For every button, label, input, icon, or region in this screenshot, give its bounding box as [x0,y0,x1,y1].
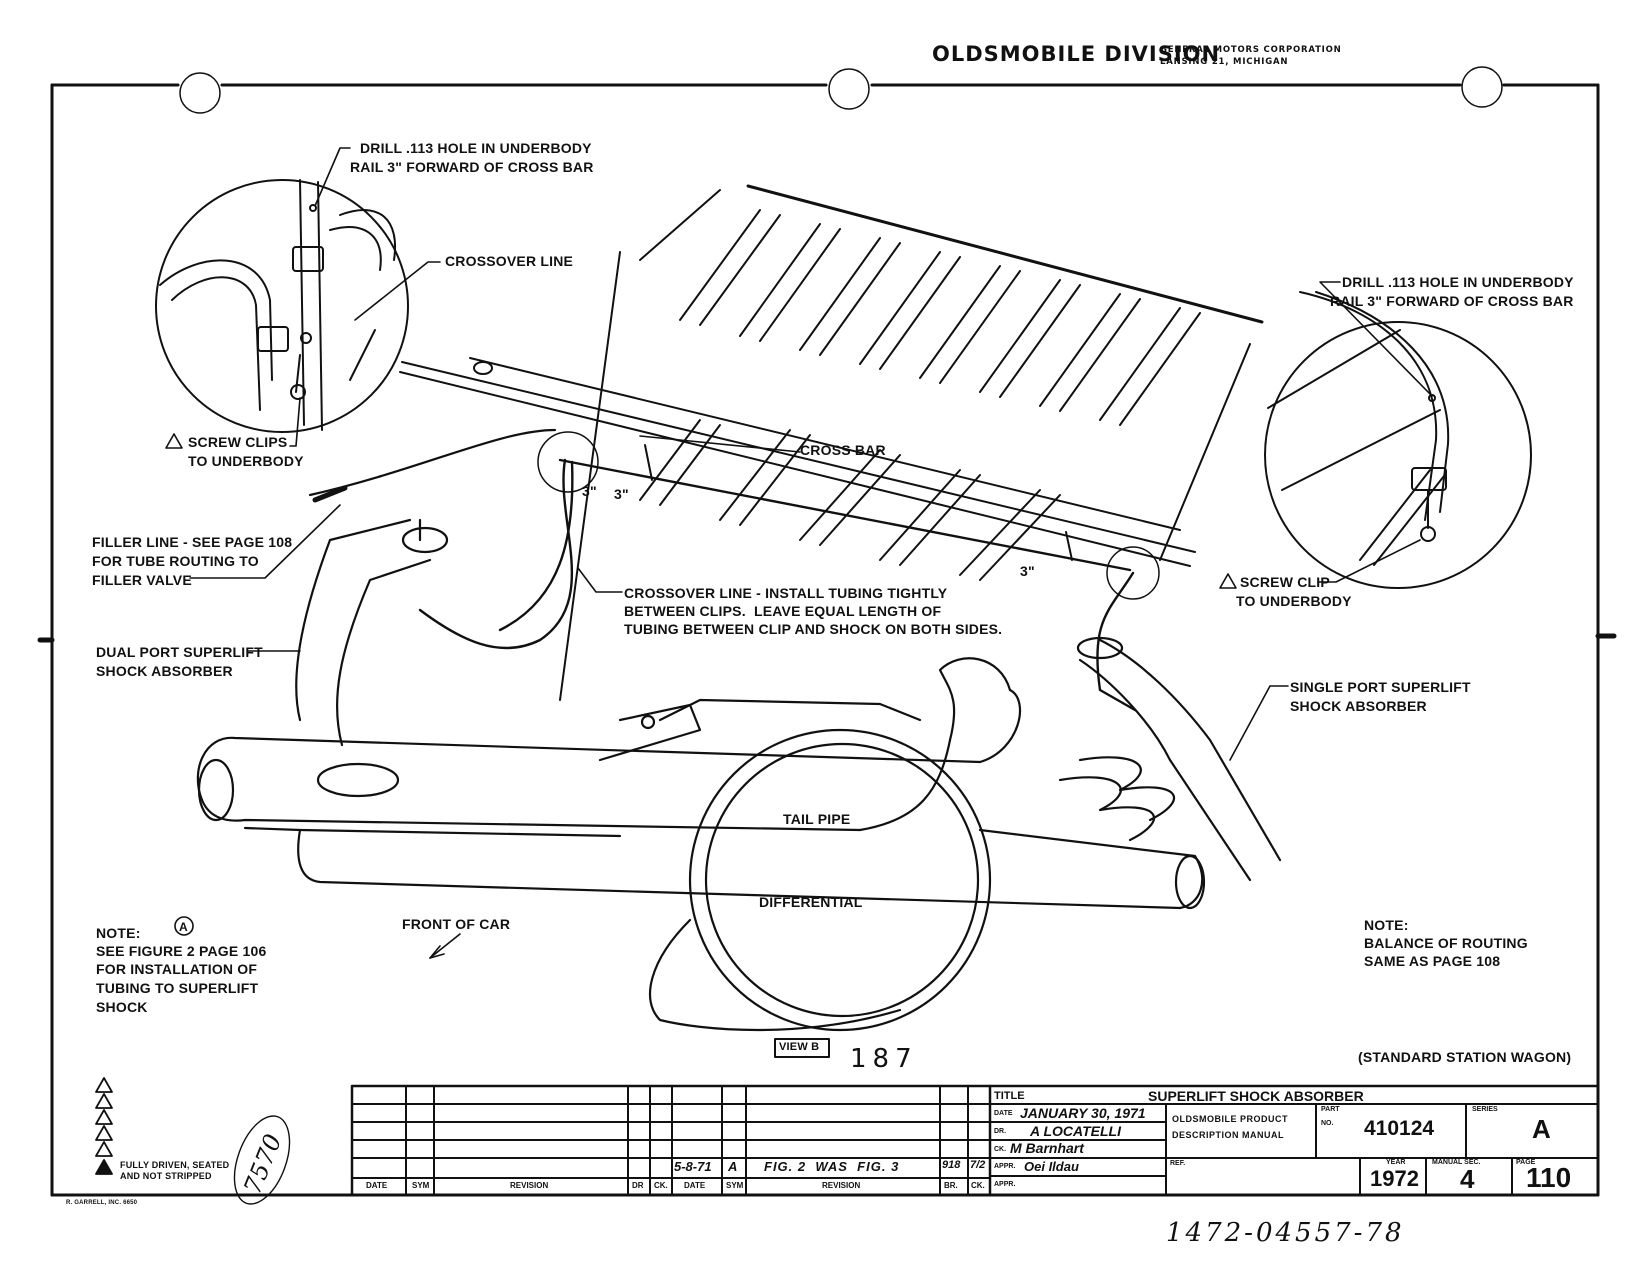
series-label: SERIES [1472,1106,1498,1113]
rev-entry-br: 918 [942,1159,961,1171]
rev-col-sym: SYM [412,1181,430,1190]
series-value: A [1532,1114,1551,1144]
note-a-line1: SEE FIGURE 2 PAGE 106 [96,943,267,959]
division-title: OLDSMOBILE DIVISION [932,42,1221,66]
drill-right-line1: DRILL .113 HOLE IN UNDERBODY [1342,274,1574,290]
margin-scribble-oval [233,1115,291,1205]
rev-entry-revision: FIG. 2 WAS FIG. 3 [764,1159,900,1174]
title-label: TITLE [994,1090,1025,1102]
filler-line-2: FOR TUBE ROUTING TO [92,553,259,569]
year-label: YEAR [1386,1159,1406,1166]
title-block-grid [350,1084,1600,1197]
rev-entry-sym: A [728,1159,738,1174]
binder-holes [179,66,1503,114]
manual-sec-value: 4 [1460,1164,1475,1194]
page-value: 110 [1526,1162,1572,1193]
station-wagon-label: (STANDARD STATION WAGON) [1358,1049,1572,1065]
view-b-box [774,1038,830,1058]
bottom-scribble: 1472-04557-78 [1166,1218,1405,1248]
three-inch-label-b: 3" [614,486,629,502]
filler-line-1: FILLER LINE - SEE PAGE 108 [92,534,293,550]
three-inch-label-c: 3" [1020,563,1035,579]
rev-col-br: BR. [944,1181,958,1190]
screw-clip-line2: TO UNDERBODY [1236,593,1352,609]
screw-clip-line1: SCREW CLIP [1240,574,1330,590]
dr-label: DR. [994,1128,1007,1135]
tail-pipe-label: TAIL PIPE [783,811,851,827]
dr-value: A LOCATELLI [1030,1123,1121,1139]
view-b-label: VIEW B [779,1041,820,1053]
rev-col-ck: CK. [654,1181,668,1190]
note-a-title: NOTE: [96,925,141,941]
rev-col-ck2: CK. [971,1181,985,1190]
date-value: JANUARY 30, 1971 [1020,1105,1146,1121]
figure-number: 187 [850,1044,918,1074]
screw-clips-triangle-icon [165,433,183,449]
fully-driven-line2: AND NOT STRIPPED [120,1171,212,1181]
front-of-car-label: FRONT OF CAR [402,916,511,932]
crossover-line-label: CROSSOVER LINE [445,253,574,269]
date-label: DATE [994,1110,1013,1117]
note-a-line2: FOR INSTALLATION OF [96,961,258,977]
manual-name-line1: OLDSMOBILE PRODUCT [1172,1114,1288,1124]
note-a-circle-icon [174,916,194,936]
filler-line-3: FILLER VALVE [92,572,192,588]
corporation-name: GENERAL MOTORS CORPORATION [1160,45,1342,55]
ref-label: REF. [1170,1160,1186,1167]
rev-entry-ck: 7/2 [970,1159,986,1171]
screw-clips-line2: TO UNDERBODY [188,453,304,469]
page-label: PAGE [1516,1159,1536,1166]
single-port-line2: SHOCK ABSORBER [1290,698,1427,714]
right-detail-circle [1264,281,1532,589]
left-detail-circle [155,147,441,447]
part-label-2: NO. [1321,1120,1334,1127]
three-inch-label-a: 3" [582,483,597,499]
year-value: 1972 [1370,1166,1419,1191]
screw-clip-triangle-icon [1219,573,1237,589]
note-a-marker: A [179,920,188,934]
crossover-install-line3: TUBING BETWEEN CLIP AND SHOCK ON BOTH SI… [624,621,1003,637]
rev-entry-date: 5-8-71 [674,1159,712,1174]
underbody-floor [189,184,1289,761]
note-b-line1: BALANCE OF ROUTING [1364,935,1528,951]
note-a-line4: SHOCK [96,999,148,1015]
rev-col-dr: DR [632,1181,644,1190]
manual-sec-label: MANUAL SEC. [1432,1159,1481,1166]
dual-port-line1: DUAL PORT SUPERLIFT [96,644,263,660]
rev-col-date2: DATE [684,1181,706,1190]
corporation-city: LANSING 21, MICHIGAN [1160,57,1289,67]
appr-label: APPR. [994,1163,1016,1170]
drawing-title: SUPERLIFT SHOCK ABSORBER [1148,1088,1364,1104]
printer-mark: R. GARRELL, INC. 6650 [66,1200,138,1206]
note-a-line3: TUBING TO SUPERLIFT [96,980,259,996]
warning-triangle-stack [95,1077,113,1175]
note-b-line2: SAME AS PAGE 108 [1364,953,1501,969]
part-label-1: PART [1321,1106,1340,1113]
note-b-title: NOTE: [1364,917,1409,933]
screw-clips-line1: SCREW CLIPS [188,434,288,450]
part-number: 410124 [1364,1117,1435,1140]
tailpipe-axle-assembly [196,518,1282,1032]
rev-col-revision: REVISION [510,1181,549,1190]
drill-left-line1: DRILL .113 HOLE IN UNDERBODY [360,140,592,156]
appr2-label: APPR. [994,1181,1016,1188]
drill-left-line2: RAIL 3" FORWARD OF CROSS BAR [350,159,594,175]
single-port-line1: SINGLE PORT SUPERLIFT [1290,679,1471,695]
cross-bar-label: CROSS BAR [800,442,886,458]
ck-value: M Barnhart [1010,1140,1084,1156]
drill-right-line2: RAIL 3" FORWARD OF CROSS BAR [1330,293,1574,309]
dual-port-line2: SHOCK ABSORBER [96,663,233,679]
rev-col-revision2: REVISION [822,1181,861,1190]
manual-name-line2: DESCRIPTION MANUAL [1172,1130,1284,1140]
fully-driven-line1: FULLY DRIVEN, SEATED [120,1160,230,1170]
appr-value: Oei Ildau [1024,1159,1079,1174]
differential-label: DIFFERENTIAL [759,894,863,910]
rev-col-date: DATE [366,1181,388,1190]
crossover-install-line2: BETWEEN CLIPS. LEAVE EQUAL LENGTH OF [624,603,942,619]
rev-col-sym2: SYM [726,1181,744,1190]
ck-label: CK. [994,1146,1007,1153]
crossover-install-line1: CROSSOVER LINE - INSTALL TUBING TIGHTLY [624,585,948,601]
